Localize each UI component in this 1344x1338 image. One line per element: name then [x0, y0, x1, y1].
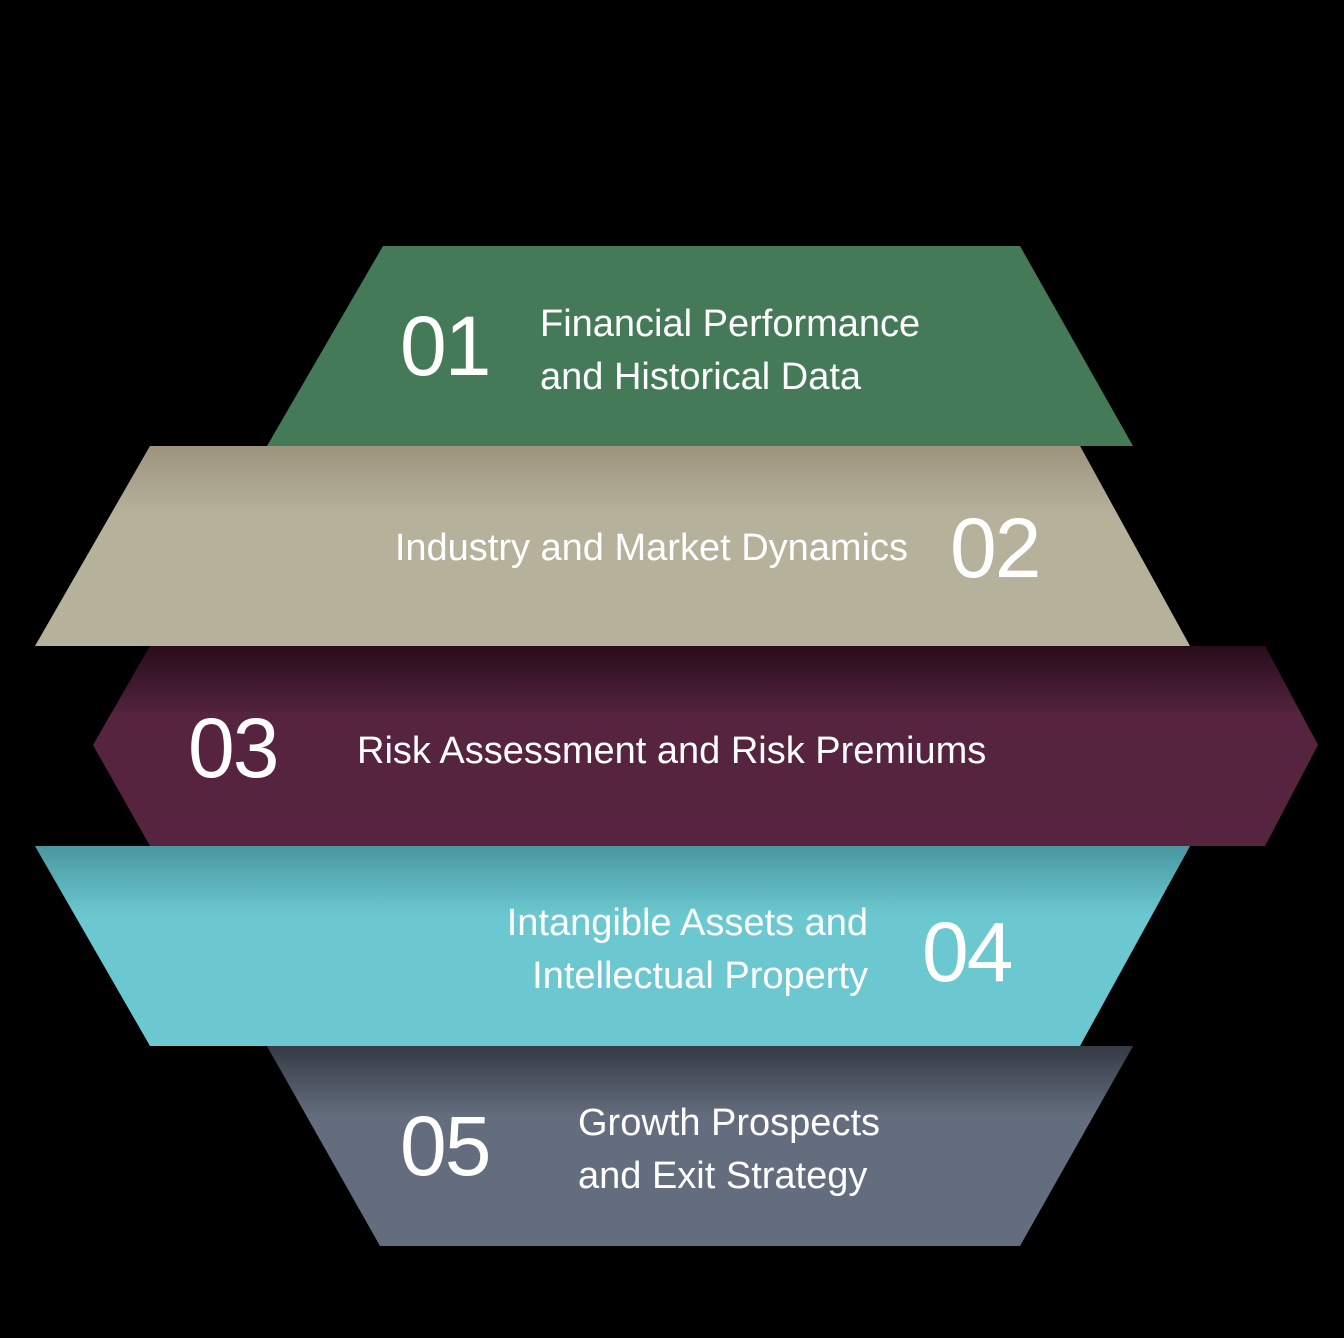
- item-01-line1: Financial Performance: [540, 303, 921, 345]
- band-03-shade: [93, 646, 1318, 846]
- item-05-line1: Growth Prospects: [578, 1102, 880, 1144]
- item-01-number: 01: [400, 299, 491, 393]
- item-04-line2: Intellectual Property: [532, 955, 868, 997]
- item-03-line1: Risk Assessment and Risk Premiums: [357, 730, 987, 772]
- item-02-number: 02: [950, 501, 1041, 595]
- item-02-line1: Industry and Market Dynamics: [394, 527, 908, 569]
- band-05-shade: [267, 1046, 1133, 1246]
- item-05-number: 05: [400, 1099, 491, 1193]
- item-03-number: 03: [188, 701, 279, 795]
- item-01-line2: and Historical Data: [540, 356, 862, 398]
- item-04-number: 04: [922, 905, 1013, 999]
- band-04-shade: [35, 846, 1190, 1046]
- item-05-line2: and Exit Strategy: [578, 1155, 868, 1197]
- band-01: [267, 246, 1133, 446]
- item-04-line1: Intangible Assets and: [506, 902, 868, 944]
- band-02-shade: [35, 446, 1190, 646]
